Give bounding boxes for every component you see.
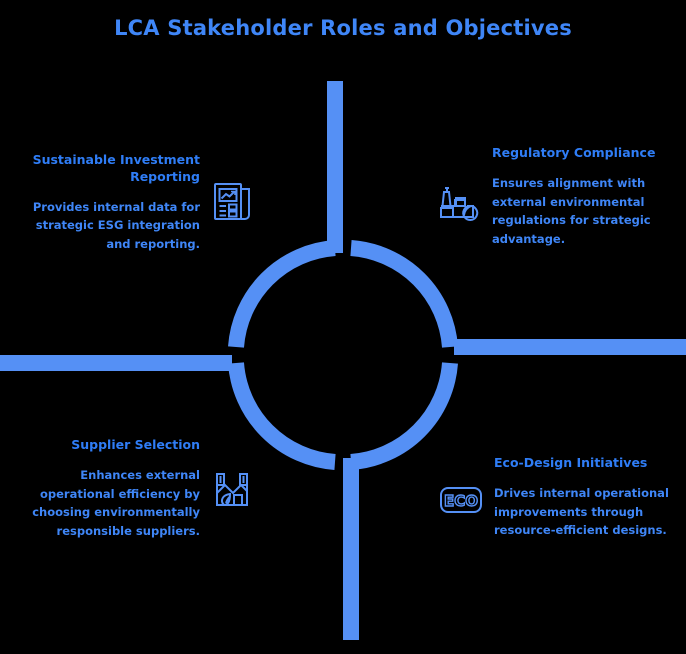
report-chart-icon xyxy=(210,178,256,224)
quadrant-body: Drives internal operational improvements… xyxy=(494,485,669,538)
factory-building-leaf-icon xyxy=(210,467,256,513)
ring-arc-bottom-left xyxy=(228,362,336,470)
arm-right xyxy=(454,339,686,355)
page-title: LCA Stakeholder Roles and Objectives xyxy=(114,16,572,40)
quadrant-supplier-selection[interactable]: Supplier Selection Enhances external ope… xyxy=(22,437,256,540)
eco-badge-icon: ECO xyxy=(438,477,484,523)
quadrant-body: Provides internal data for strategic ESG… xyxy=(32,199,200,251)
ring-arc-top-left xyxy=(228,240,336,348)
quadrant-heading: Eco-Design Initiatives xyxy=(494,455,648,470)
quadrant-heading: Supplier Selection xyxy=(71,437,200,452)
quadrant-heading: Sustainable Investment Reporting xyxy=(32,152,200,184)
quadrant-text-block: Eco-Design Initiatives Drives internal o… xyxy=(494,455,676,540)
arm-left xyxy=(0,355,232,371)
factory-leaf-icon xyxy=(436,181,482,227)
quadrant-heading: Regulatory Compliance xyxy=(492,145,656,160)
ring-arc-bottom-right xyxy=(350,362,458,470)
arm-bottom xyxy=(343,458,359,640)
ring-arc-top-right xyxy=(350,240,458,348)
quadrant-body: Ensures alignment with external environm… xyxy=(492,175,651,246)
quadrant-body: Enhances external operational efficiency… xyxy=(32,467,200,538)
quadrant-text-block: Sustainable Investment Reporting Provide… xyxy=(26,152,200,254)
quadrant-regulatory-compliance[interactable]: Regulatory Compliance Ensures alignment … xyxy=(436,145,668,248)
arm-top xyxy=(327,81,343,253)
quadrant-sustainable-investment-reporting[interactable]: Sustainable Investment Reporting Provide… xyxy=(26,152,256,254)
quadrant-text-block: Regulatory Compliance Ensures alignment … xyxy=(492,145,668,248)
svg-text:ECO: ECO xyxy=(444,492,478,510)
quadrant-text-block: Supplier Selection Enhances external ope… xyxy=(22,437,200,540)
quadrant-eco-design-initiatives[interactable]: ECO Eco-Design Initiatives Drives intern… xyxy=(438,455,676,540)
